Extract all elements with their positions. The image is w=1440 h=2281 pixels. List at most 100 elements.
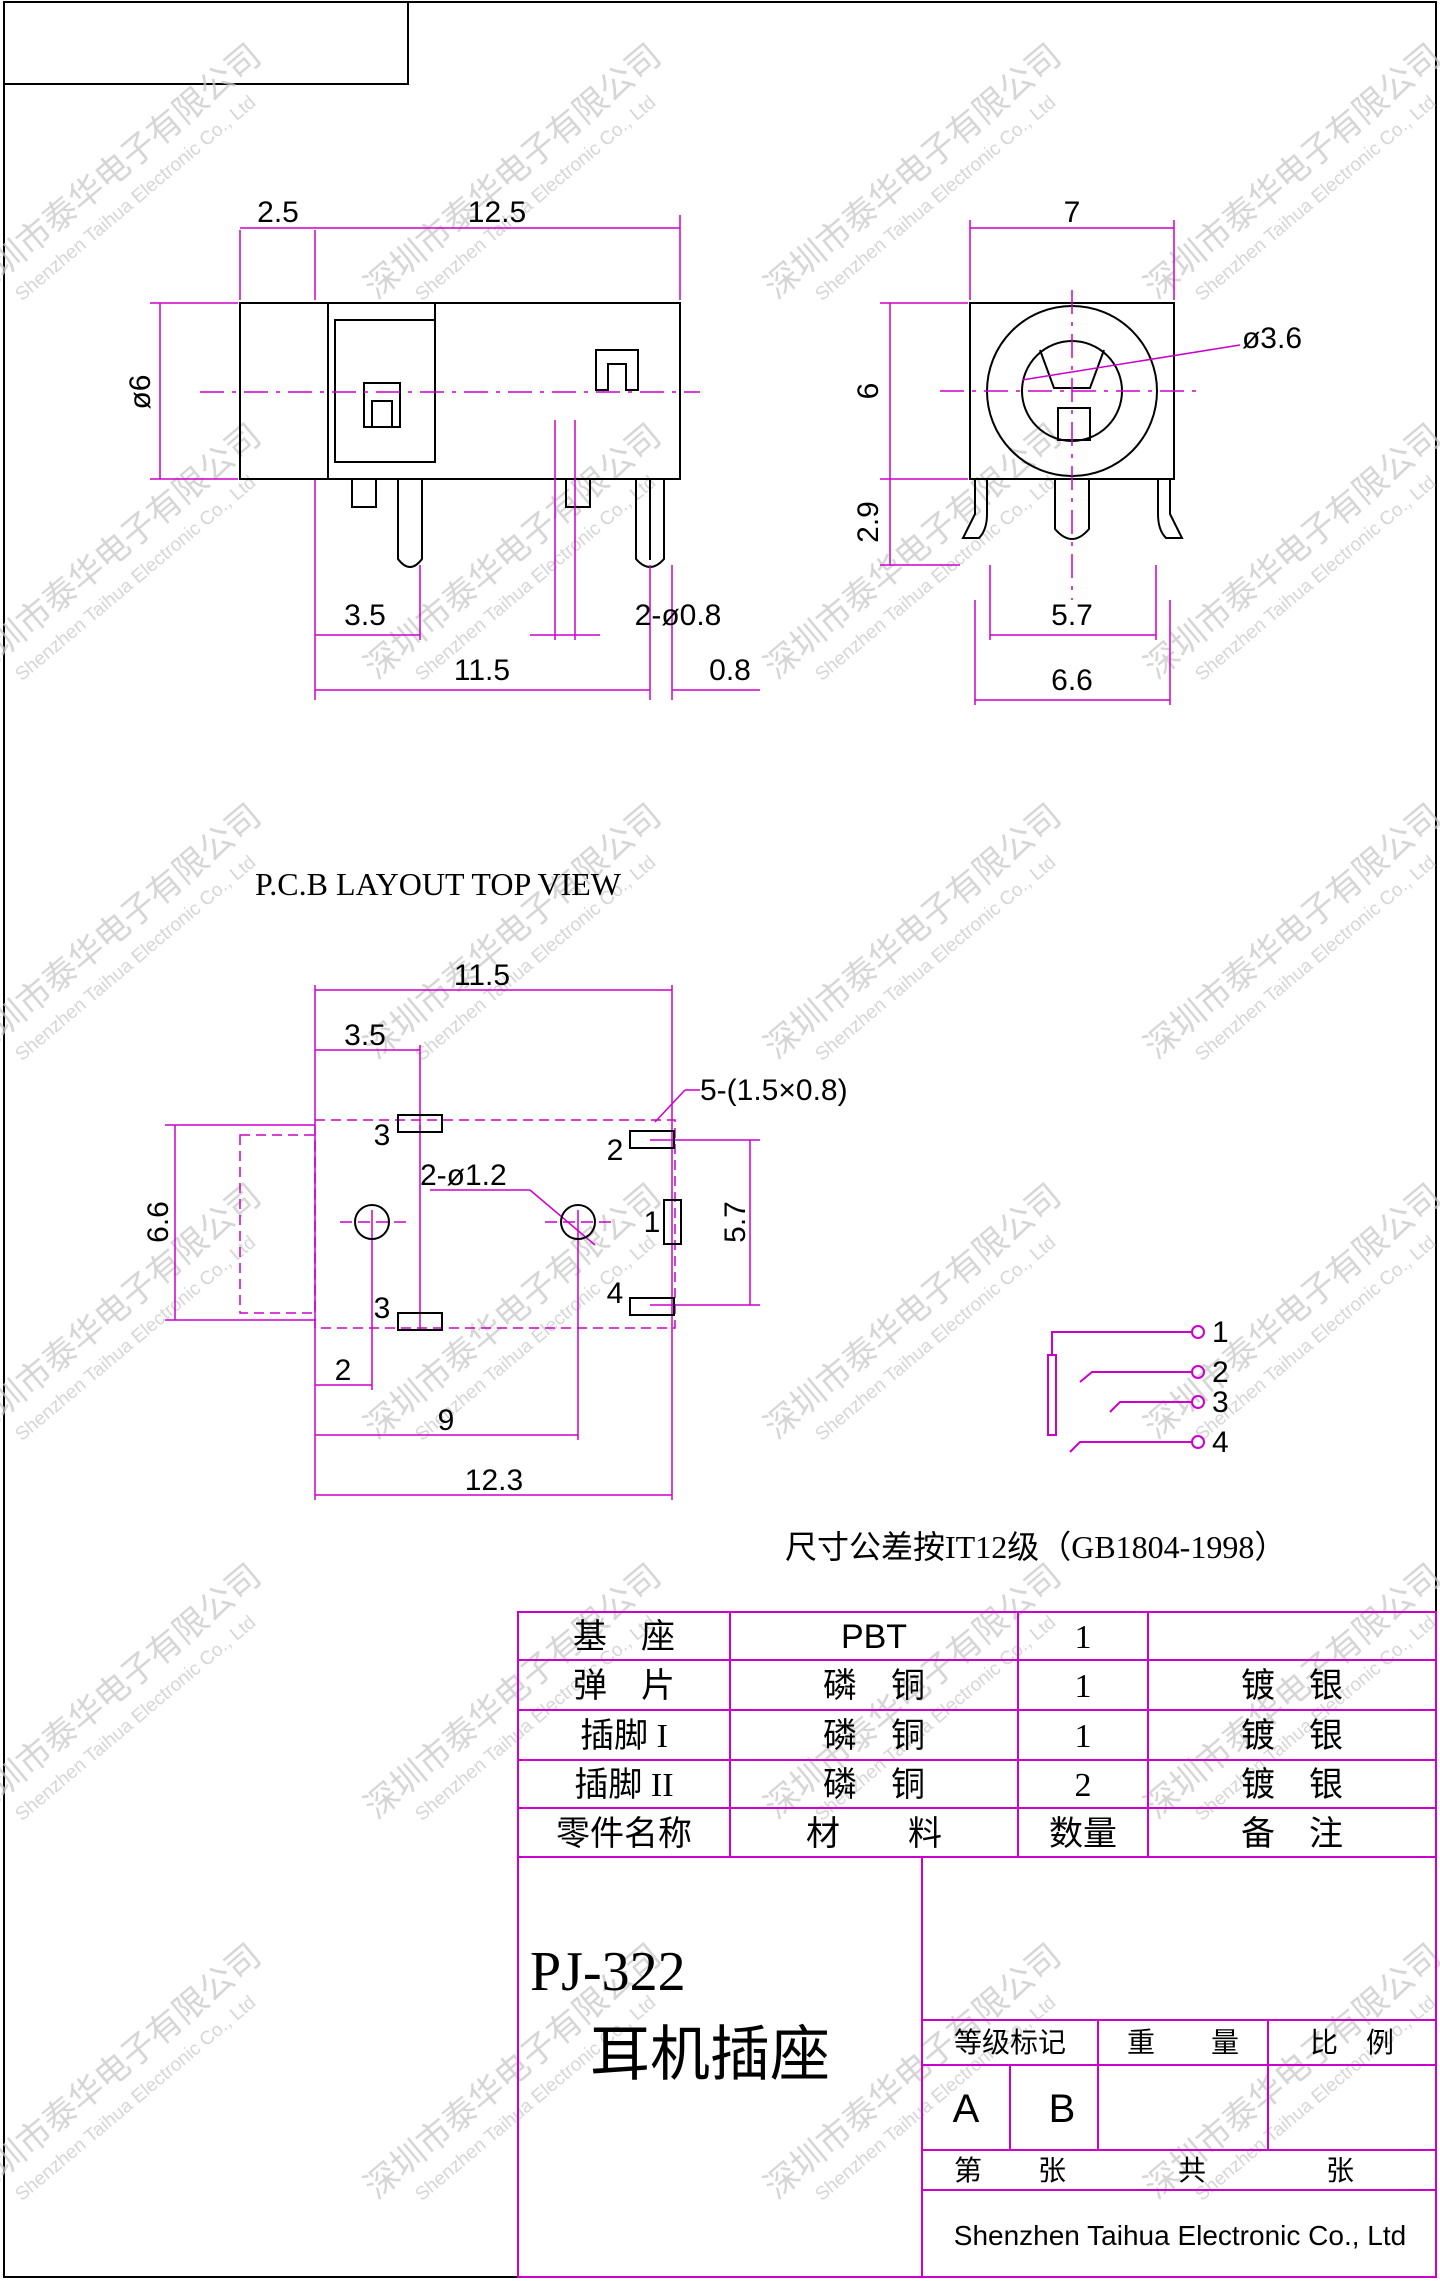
pcb-dim-12-3: 12.3 — [465, 1464, 523, 1497]
side-view: 2.5 12.5 ø6 3.5 2-ø0.8 11.5 0.8 — [124, 196, 760, 700]
bom-header-part: 零件名称 — [556, 1815, 692, 1853]
watermark-cn: 深圳市泰华电子有限公司 — [757, 36, 1069, 307]
pcb-dim-2: 2 — [335, 1354, 352, 1387]
jack-schematic: 1 2 3 4 — [1047, 1316, 1229, 1459]
schematic-pin-3: 3 — [1212, 1386, 1229, 1419]
bom-material-1: PBT — [841, 1618, 907, 1656]
pcb-dim-9: 9 — [438, 1404, 455, 1437]
pcb-dim-pad: 5-(1.5×0.8) — [700, 1074, 848, 1107]
pin-label-2: 2 — [607, 1134, 624, 1167]
pcb-dim-hole: 2-ø1.2 — [420, 1159, 507, 1192]
bom-qty-3: 1 — [1075, 1718, 1092, 1755]
bom-part-3: 插脚 I — [580, 1717, 668, 1755]
bom-part-1: 基 座 — [573, 1618, 675, 1656]
schematic-pin-4: 4 — [1212, 1426, 1229, 1459]
bom-material-4: 磷 铜 — [823, 1766, 925, 1804]
pcb-dim-5-7: 5.7 — [719, 1201, 752, 1243]
dim-5-7: 5.7 — [1051, 599, 1093, 632]
pcb-layout: P.C.B LAYOUT TOP VIEW — [142, 866, 848, 1500]
dim-0-8: 0.8 — [709, 654, 751, 687]
pcb-dim-3-5: 3.5 — [344, 1019, 386, 1052]
pcb-dim-6-6: 6.6 — [142, 1201, 175, 1243]
bom-qty-1: 1 — [1075, 1619, 1092, 1656]
watermark-cn: 深圳市泰华电子有限公司 — [757, 796, 1069, 1067]
grade-a: A — [953, 2087, 980, 2131]
watermark-cn: 深圳市泰华电子有限公司 — [1137, 36, 1440, 307]
bom-remark-4: 镀 银 — [1241, 1766, 1343, 1804]
bom-remark-3: 镀 银 — [1241, 1717, 1343, 1755]
watermark-cn: 深圳市泰华电子有限公司 — [1137, 796, 1440, 1067]
watermark-cn: 深圳市泰华电子有限公司 — [357, 1176, 669, 1447]
pcb-dim-11-5: 11.5 — [454, 959, 510, 992]
grade-b: B — [1049, 2087, 1076, 2131]
dim-dia-3-6: ø3.6 — [1242, 322, 1302, 355]
corner-box — [3, 1, 409, 85]
sheets-label: 张 — [1326, 2156, 1354, 2187]
total-label: 共 — [1178, 2155, 1206, 2187]
dim-6-6: 6.6 — [1051, 664, 1093, 697]
watermark-cn: 深圳市泰华电子有限公司 — [1137, 416, 1440, 687]
watermark-cn: 深圳市泰华电子有限公司 — [1137, 1176, 1440, 1447]
bom-header-material: 材 料 — [806, 1815, 942, 1853]
pcb-title: P.C.B LAYOUT TOP VIEW — [255, 866, 622, 902]
company-name: Shenzhen Taihua Electronic Co., Ltd — [954, 2220, 1406, 2251]
bom-material-3: 磷 铜 — [823, 1717, 925, 1755]
pin-label-3-top: 3 — [374, 1119, 391, 1152]
dim-12-5: 12.5 — [468, 196, 526, 229]
pin-label-4: 4 — [607, 1277, 624, 1310]
bom-remark-2: 镀 银 — [1241, 1667, 1343, 1705]
schematic-pin-2: 2 — [1212, 1356, 1229, 1389]
model-number: PJ-322 — [530, 1941, 686, 2003]
bom-header-remark: 备 注 — [1241, 1815, 1343, 1853]
dim-6: 6 — [852, 383, 885, 400]
dim-2-5: 2.5 — [257, 196, 299, 229]
bom-table: 基 座 PBT 1 弹 片 磷 铜 1 镀 银 插脚 I 磷 铜 1 镀 银 插… — [517, 1611, 1437, 1858]
schematic-pin-1: 1 — [1212, 1316, 1229, 1349]
scale-label: 比 例 — [1310, 2027, 1394, 2059]
bom-part-2: 弹 片 — [573, 1667, 675, 1705]
front-view: 7 ø3.6 6 2.9 5.7 6.6 — [852, 196, 1302, 705]
dim-3-5: 3.5 — [344, 599, 386, 632]
product-name: 耳机插座 — [590, 2022, 830, 2088]
bom-material-2: 磷 铜 — [823, 1667, 925, 1705]
pin-label-1: 1 — [644, 1206, 661, 1239]
tolerance-note: 尺寸公差按IT12级（GB1804-1998） — [785, 1529, 1286, 1565]
watermark-cn: 深圳市泰华电子有限公司 — [357, 416, 669, 687]
dim-pin-dia: 2-ø0.8 — [635, 599, 722, 632]
grade-label: 等级标记 — [954, 2027, 1066, 2059]
bom-qty-4: 2 — [1075, 1767, 1092, 1804]
sheet-number-label: 第 张 — [954, 2155, 1066, 2187]
bom-header-qty: 数量 — [1049, 1815, 1117, 1853]
weight-label: 重 量 — [1127, 2027, 1239, 2059]
bom-qty-2: 1 — [1075, 1668, 1092, 1705]
watermark-cn: 深圳市泰华电子有限公司 — [357, 36, 669, 307]
dim-2-9: 2.9 — [852, 501, 885, 543]
watermark-cn: 深圳市泰华电子有限公司 — [757, 416, 1069, 687]
dim-dia-6: ø6 — [124, 374, 157, 409]
bom-part-4: 插脚 II — [574, 1766, 673, 1804]
watermark-cn: 深圳市泰华电子有限公司 — [357, 796, 669, 1067]
watermark-cn: 深圳市泰华电子有限公司 — [757, 1176, 1069, 1447]
pin-label-3-bottom: 3 — [374, 1292, 391, 1325]
dim-7: 7 — [1064, 196, 1081, 229]
title-block: PJ-322 耳机插座 等级标记 重 量 比 例 第 张 共 张 A B She… — [517, 1856, 1437, 2278]
